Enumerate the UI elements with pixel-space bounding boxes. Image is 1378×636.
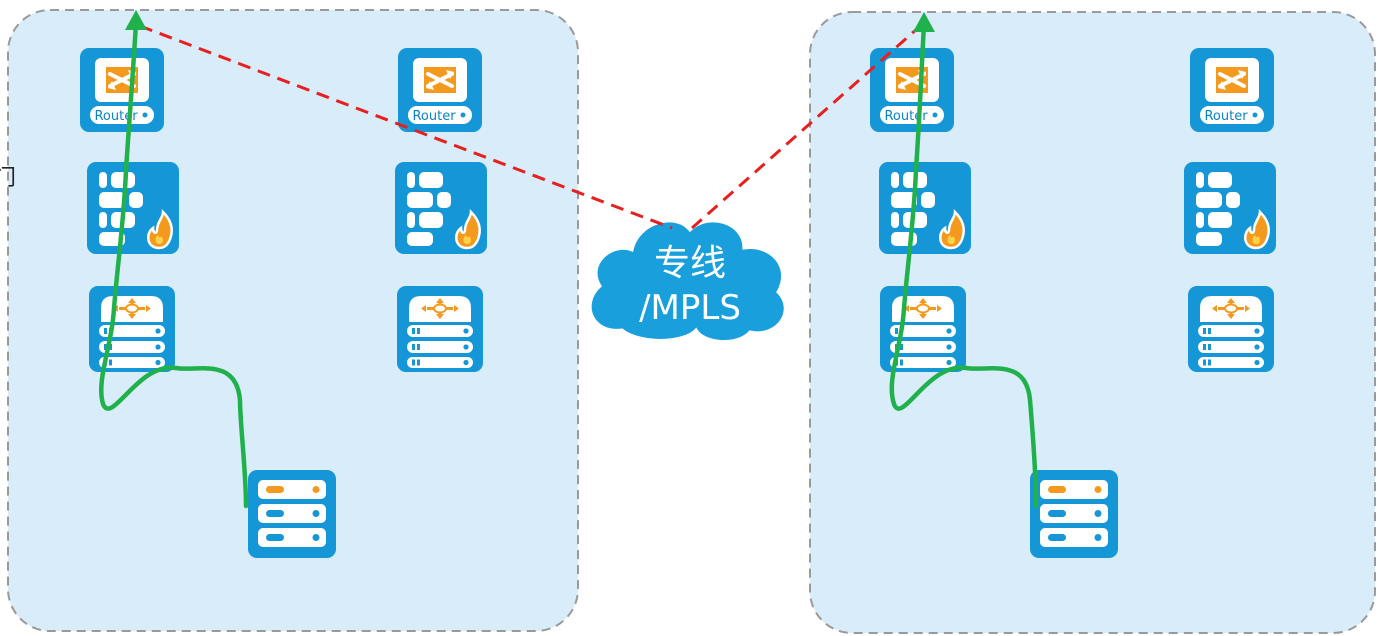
- right-firewall-b: [1182, 160, 1278, 256]
- right-firewall-a: [877, 160, 973, 256]
- cloud-label-line2: /MPLS: [639, 288, 741, 328]
- right-traffic-flow: [889, 12, 1039, 509]
- router-label: Router: [1204, 109, 1248, 124]
- router-label: Router: [412, 109, 456, 124]
- left-switch-b: [396, 285, 484, 373]
- right-server: [1030, 470, 1118, 558]
- edge-text: 门: [0, 166, 16, 191]
- arrow-head-icon: [125, 10, 147, 30]
- left-traffic-flow: [98, 10, 249, 509]
- left-server: [248, 470, 336, 558]
- left-router-a: Router: [78, 46, 166, 134]
- arrow-head-icon: [913, 12, 935, 32]
- right-router-b: Router: [1188, 46, 1276, 134]
- left-firewall-a: [85, 160, 181, 256]
- right-switch-b: [1187, 285, 1275, 373]
- right-switch-a: [879, 285, 967, 373]
- mpls-tunnel-path: [139, 24, 919, 230]
- left-switch-a: [88, 285, 176, 373]
- left-router-b: Router: [396, 46, 484, 134]
- cloud-label-line1: 专线: [654, 243, 726, 284]
- mpls-cloud: 专线 /MPLS: [588, 219, 787, 344]
- left-firewall-b: [393, 160, 489, 256]
